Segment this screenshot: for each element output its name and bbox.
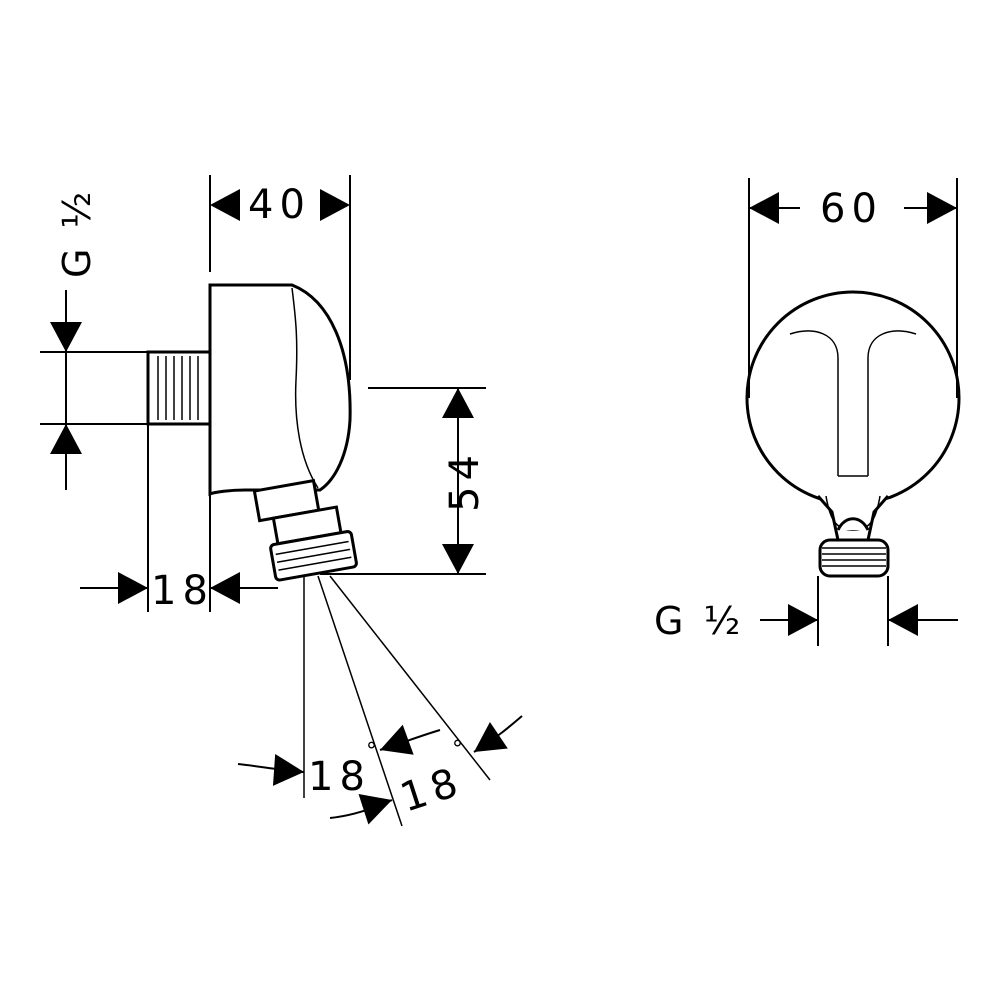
outlet-body-side bbox=[208, 283, 352, 497]
angle-right-label: 18 bbox=[395, 758, 469, 821]
dim-thread-side: G ½ bbox=[40, 188, 148, 490]
thread-front-label: G ½ bbox=[654, 599, 744, 643]
angle-lines bbox=[303, 575, 491, 827]
body-contour bbox=[291, 287, 319, 489]
dim-54-label: 54 bbox=[442, 449, 488, 512]
hose-connector-front bbox=[816, 495, 890, 578]
dim-54: 54 bbox=[320, 387, 488, 575]
angle-left-degree: ° bbox=[366, 739, 377, 764]
front-view: 60 G ½ bbox=[654, 178, 961, 646]
front-contour-left bbox=[789, 330, 839, 476]
thread-side-label: G ½ bbox=[55, 188, 99, 278]
hose-connector-side bbox=[252, 478, 358, 582]
dim-thread-front: G ½ bbox=[654, 576, 958, 646]
angle-right-degree: ° bbox=[452, 737, 463, 762]
dim-60: 60 bbox=[748, 178, 958, 398]
dim-18-depth: 18 bbox=[80, 424, 278, 614]
front-contour-right bbox=[867, 330, 917, 476]
dim-40: 40 bbox=[209, 175, 351, 380]
dim-60-label: 60 bbox=[820, 186, 883, 232]
angle-18-left: 18 ° bbox=[237, 724, 441, 800]
inlet-threads bbox=[157, 356, 199, 420]
side-view: 40 G ½ 18 54 bbox=[40, 175, 523, 827]
outlet-body-front bbox=[745, 290, 961, 506]
dim-40-label: 40 bbox=[248, 182, 311, 228]
dim-18-label: 18 bbox=[151, 568, 214, 614]
angle-left-label: 18 bbox=[308, 754, 371, 800]
